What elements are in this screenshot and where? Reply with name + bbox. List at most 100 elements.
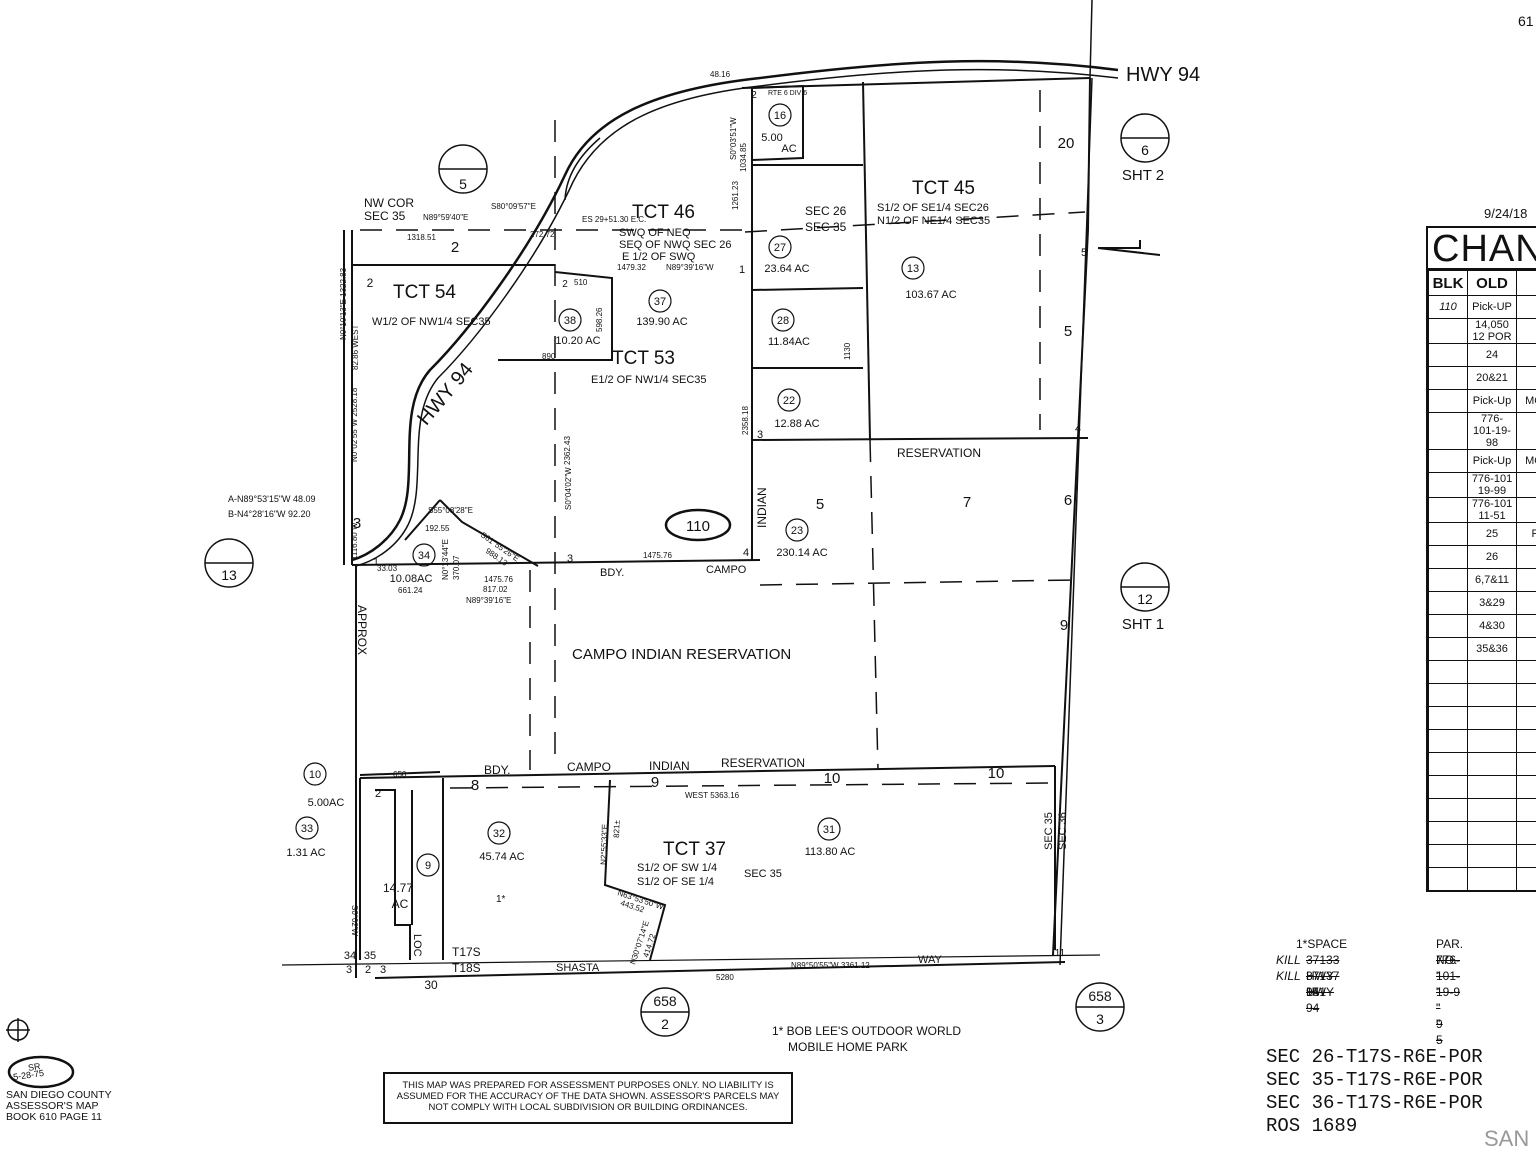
county-line: BOOK 610 PAGE 11 — [6, 1111, 102, 1123]
distance-label: 510 — [574, 278, 588, 287]
bearing-label: S0°04'02"W — [564, 467, 573, 510]
label: INDIAN — [755, 487, 769, 528]
space-par: 776-101-19-9 — [1436, 953, 1461, 999]
parcel-area: 139.90 AC — [636, 316, 687, 328]
change-table-cell: 37& — [1516, 637, 1536, 661]
change-table-cell — [1428, 522, 1468, 546]
distance-label: 2358.18 — [741, 406, 750, 435]
change-table-row: 776-101 19-99KIL — [1428, 472, 1536, 498]
change-table-cell — [1467, 660, 1517, 684]
change-table-cell: 298 — [1516, 545, 1536, 569]
bearing-label: S80°09'57"E — [491, 202, 536, 211]
section-line: SEC 36-T17S-R6E-POR — [1266, 1092, 1483, 1114]
sheet-ref-label: SHT 2 — [1122, 167, 1164, 184]
lot-number: 9 — [651, 774, 659, 791]
county-line: ASSESSOR'S MAP — [6, 1100, 99, 1112]
change-table-cell — [1428, 775, 1468, 799]
tract-45-desc2: N1/2 OF NE1/4 SEC35 — [877, 215, 990, 227]
change-table-cell: 31- — [1516, 568, 1536, 592]
block-number-oval — [664, 508, 732, 542]
change-table-cell: 25P — [1516, 343, 1536, 367]
change-table-cell — [1428, 497, 1468, 523]
change-table-cell — [1428, 545, 1468, 569]
change-table-cell: 23 — [1516, 295, 1536, 319]
change-table-cell: 35& — [1516, 614, 1536, 638]
label: T18S — [452, 961, 481, 975]
change-table-cell — [1467, 706, 1517, 730]
change-table-cell — [1516, 775, 1536, 799]
lot-number: 2 — [751, 90, 757, 101]
distance-label: 661.24 — [398, 586, 423, 595]
lot-number: 10 — [824, 770, 841, 787]
change-table-row: 26298 — [1428, 545, 1536, 569]
section-line: SEC 35-T17S-R6E-POR — [1266, 1069, 1483, 1091]
parcel-number: 16 — [774, 110, 786, 122]
distance-label: 33.03 — [377, 564, 398, 573]
parcel-number: 32 — [493, 828, 505, 840]
change-table-cell: PO -050 — [1516, 522, 1536, 546]
label: APPROX — [355, 605, 369, 655]
change-table-row — [1428, 821, 1536, 845]
change-table-row: 20&2127( — [1428, 366, 1536, 390]
change-table-cell — [1428, 798, 1468, 822]
change-table-cell: 776-101 19-99 — [1467, 472, 1517, 498]
footnote-line1: 1* BOB LEE'S OUTDOOR WORLD — [772, 1024, 961, 1038]
change-table-cell — [1467, 867, 1517, 890]
column-header: NE — [1516, 270, 1536, 296]
label: ES 29+51.30 E.C. — [582, 215, 646, 224]
change-table-cell — [1428, 591, 1468, 615]
tract-53-name: TCT 53 — [612, 348, 675, 369]
change-table-cell — [1467, 798, 1517, 822]
lot-number: 1 — [739, 264, 745, 276]
distance-label: 1116.80 W — [350, 522, 359, 560]
distance-label: 598.26 — [595, 307, 604, 332]
lot-number: 11 — [1055, 948, 1066, 959]
change-table-cell — [1467, 729, 1517, 753]
space-space: 151 — [1306, 985, 1327, 999]
parcel-area: 10.08AC — [390, 573, 433, 585]
bearing-label: B-N4°28'16"W 92.20 — [228, 509, 311, 519]
change-table-cell: Pick-Up — [1467, 449, 1517, 473]
change-table-cell — [1428, 614, 1468, 638]
footnote-line2: MOBILE HOME PARK — [788, 1040, 908, 1054]
lot-number: 3 — [567, 553, 573, 565]
lot-number: 3 — [353, 515, 361, 532]
change-table-cell: Pick-Up — [1467, 389, 1517, 413]
parcel-boundary-east — [1052, 77, 1091, 956]
change-table-row: 776-101 11-51KIL — [1428, 497, 1536, 523]
parcel-area: 14.77 — [383, 881, 413, 895]
lot-number: 2 — [375, 788, 381, 800]
parcel-area: 23.64 AC — [764, 263, 809, 275]
parcel-number: 10 — [309, 769, 321, 781]
bearing-label: A-N89°53'15"W 48.09 — [228, 494, 316, 504]
label: NW COR — [364, 196, 414, 210]
hwy-94-label-top: HWY 94 — [1126, 64, 1200, 86]
change-table-cell — [1467, 821, 1517, 845]
section-line: SEC 26-T17S-R6E-POR — [1266, 1046, 1483, 1068]
sheet-ref-bottom: 12 — [1137, 591, 1153, 607]
lot-number: 9 — [1060, 617, 1068, 634]
lot-number: 4 — [1075, 423, 1081, 435]
change-table-cell — [1428, 343, 1468, 367]
distance-label: 1034.85 — [739, 143, 748, 172]
change-table-row: 35&3637& — [1428, 637, 1536, 661]
parcel-header: PAR. NO. — [1436, 937, 1464, 967]
tract-45-desc1: S1/2 OF SE1/4 SEC26 — [877, 202, 989, 214]
distance-label: 890 — [542, 352, 556, 361]
label: RTE 6 DIV 6 — [768, 90, 807, 97]
tract-37-name: TCT 37 — [663, 839, 726, 860]
distance-label: 1479.32 — [617, 263, 646, 272]
parcel-number: 31 — [823, 824, 835, 836]
distance-label: 1318.51 — [407, 233, 436, 242]
label: WAY — [918, 954, 942, 966]
campo-reservation-label: CAMPO INDIAN RESERVATION — [572, 646, 791, 663]
distance-label: 192.55 — [425, 524, 450, 533]
change-table-cell — [1467, 752, 1517, 776]
lot-number: 5 — [1064, 323, 1072, 340]
change-table-cell — [1516, 729, 1536, 753]
distance-label: 1130 — [843, 342, 852, 360]
parcel-number: 23 — [791, 525, 803, 537]
change-table-cell — [1467, 775, 1517, 799]
